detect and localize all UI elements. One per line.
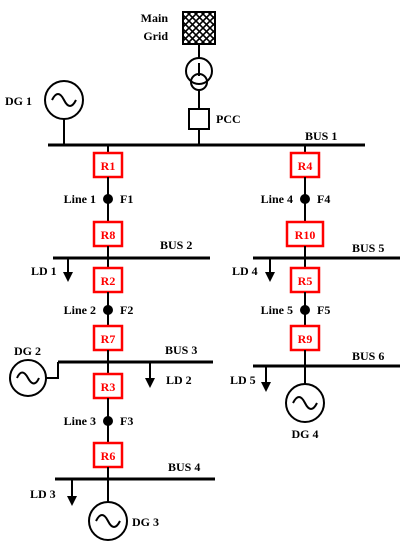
- fault-f3-label: F3: [120, 414, 133, 428]
- pcc-breaker-icon: [188, 108, 210, 130]
- transformer-icon: [185, 57, 213, 91]
- svg-text:R8: R8: [101, 228, 116, 242]
- main-grid-icon: [182, 11, 216, 45]
- fault-f1-label: F1: [120, 192, 133, 206]
- main-grid: Main Grid: [141, 11, 216, 45]
- fault-f2-label: F2: [120, 303, 133, 317]
- bus1-label: BUS 1: [305, 129, 337, 143]
- dg1-generator-icon: [44, 80, 84, 120]
- svg-text:R6: R6: [101, 449, 116, 463]
- dg2-generator-icon: [9, 359, 47, 397]
- ld5-label: LD 5: [230, 373, 256, 387]
- ld1-load-arrow-icon: [63, 258, 73, 282]
- bus6-label: BUS 6: [352, 349, 384, 363]
- svg-text:R7: R7: [101, 332, 116, 346]
- main-grid-label-line2: Grid: [143, 29, 168, 43]
- ld3-label: LD 3: [30, 487, 56, 501]
- fault-f5-label: F5: [317, 303, 330, 317]
- relay-r3: R3: [92, 372, 124, 400]
- relay-r4: R4: [289, 151, 321, 179]
- ld2-load-arrow-icon: [145, 362, 155, 388]
- svg-text:R10: R10: [295, 228, 316, 242]
- svg-text:R1: R1: [101, 159, 116, 173]
- main-grid-label-line1: Main: [141, 11, 169, 25]
- relay-r1: R1: [92, 151, 124, 179]
- pcc-label: PCC: [216, 112, 241, 126]
- relay-r10: R10: [285, 220, 325, 248]
- line3-label: Line 3: [64, 414, 96, 428]
- line4-label: Line 4: [261, 192, 293, 206]
- svg-text:R9: R9: [298, 332, 313, 346]
- fault-f5-icon: [300, 305, 310, 315]
- svg-text:R2: R2: [101, 274, 116, 288]
- ld1-label: LD 1: [31, 264, 57, 278]
- fault-f4-label: F4: [317, 192, 330, 206]
- ld4-label: LD 4: [232, 264, 258, 278]
- dg4-label: DG 4: [292, 427, 319, 441]
- fault-f4-icon: [300, 194, 310, 204]
- relay-r7: R7: [92, 324, 124, 352]
- ld2-label: LD 2: [166, 373, 192, 387]
- dg3-generator-icon: [88, 501, 128, 541]
- fault-f1-icon: [103, 194, 113, 204]
- ld3-load-arrow-icon: [67, 479, 77, 506]
- relay-r6: R6: [92, 441, 124, 469]
- relay-r5: R5: [289, 266, 321, 294]
- fault-f2-icon: [103, 305, 113, 315]
- ld4-load-arrow-icon: [265, 258, 275, 282]
- relay-r8: R8: [92, 220, 124, 248]
- line2-label: Line 2: [64, 303, 96, 317]
- relay-r2: R2: [92, 266, 124, 294]
- svg-text:R4: R4: [298, 159, 313, 173]
- dg2-label: DG 2: [14, 344, 41, 358]
- dg1-label: DG 1: [5, 94, 32, 108]
- bus4-label: BUS 4: [168, 460, 200, 474]
- bus2-label: BUS 2: [160, 238, 192, 252]
- dg4-generator-icon: [285, 383, 325, 423]
- relay-r9: R9: [289, 324, 321, 352]
- ld5-load-arrow-icon: [261, 366, 271, 392]
- line1-label: Line 1: [64, 192, 96, 206]
- line5-label: Line 5: [261, 303, 293, 317]
- bus5-label: BUS 5: [352, 241, 384, 255]
- svg-text:R5: R5: [298, 274, 313, 288]
- svg-text:R3: R3: [101, 380, 116, 394]
- dg3-label: DG 3: [132, 515, 159, 529]
- fault-f3-icon: [103, 416, 113, 426]
- bus3-label: BUS 3: [165, 343, 197, 357]
